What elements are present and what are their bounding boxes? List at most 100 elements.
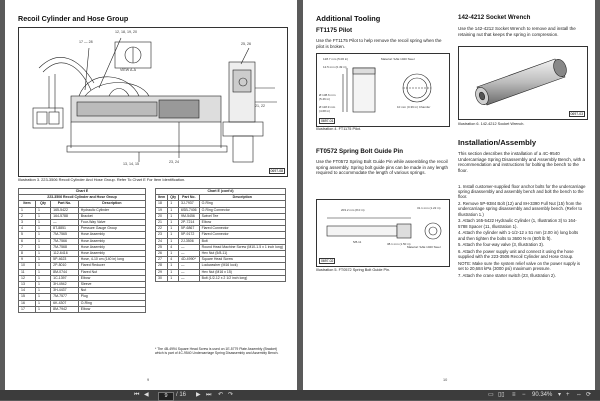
item-cell: 24 xyxy=(154,237,169,245)
table-subtitle: 223-3506 Recoil Cylinder and Hose Group xyxy=(18,194,146,202)
single-page-icon[interactable]: ▭ xyxy=(488,392,494,398)
callout-label: VIEW A-A xyxy=(120,68,136,72)
dimension-label: Ø 118.9 mm (4.68 in) xyxy=(319,105,336,113)
installation-steps: 1. Install customer-supplied floor ancho… xyxy=(458,184,586,280)
installation-intro: This section describes the installation … xyxy=(458,151,586,173)
table-note: * The 4B-4994 Square Head Screw is used … xyxy=(155,347,279,356)
callout-label: 13, 14, 15 xyxy=(123,162,139,166)
socket-wrench-drawing xyxy=(475,58,567,106)
description-cell: Nut xyxy=(77,287,147,295)
description-cell: O-Ring xyxy=(77,299,147,307)
item-cell: 20 xyxy=(154,212,169,221)
socket-heading: 142-4212 Socket Wrench xyxy=(458,14,531,21)
socket-body: Use the 142-4212 Socket Wrench to remove… xyxy=(458,26,576,37)
item-cell: 18 xyxy=(154,200,169,208)
description-cell: Round Head Machine Screw (M10-1.5 x 1 in… xyxy=(198,243,287,252)
item-cell: 19 xyxy=(154,206,169,214)
description-cell: Hex Nut (M16 x 15) xyxy=(198,268,287,276)
forward-icon[interactable]: ↷ xyxy=(228,392,234,398)
right-page: Additional Tooling FT1175 Pilot Use the … xyxy=(303,0,595,390)
ft0572-heading: FT0572 Spring Bolt Guide Pin xyxy=(316,148,403,155)
item-cell: 27 xyxy=(154,256,169,264)
installation-heading: Installation/Assembly xyxy=(458,138,537,147)
qty-cell: 1 xyxy=(35,287,52,295)
column-header: Description xyxy=(77,200,147,208)
qty-cell: 1 xyxy=(35,268,52,276)
fit-width-icon[interactable]: ⇔ xyxy=(576,392,582,398)
figure-caption: Illustration 6. 142-4212 Socket Wrench. xyxy=(458,122,525,126)
zoom-dropdown-icon[interactable]: ▾ xyxy=(558,392,562,398)
thread-label: 5/8-11 xyxy=(353,240,362,244)
item-cell: 28 xyxy=(154,262,169,270)
description-cell: Flared Reducer xyxy=(77,262,147,270)
dimension-label: Ø 138.6 mm (5.46 in) xyxy=(319,93,336,101)
continuous-icon[interactable]: ≡ xyxy=(512,392,516,398)
prev-page-icon[interactable]: ◀ xyxy=(144,392,149,398)
ft0572-figure: 203.2 mm (8.0 in) 38.1 mm (1.50 in) 31.1… xyxy=(316,199,450,267)
dimension-label: 203.2 mm (8.0 in) xyxy=(341,208,365,212)
column-header: Qty xyxy=(35,200,52,208)
zoom-in-icon[interactable]: + xyxy=(566,392,570,398)
callout-label: 25, 26 xyxy=(241,42,251,46)
left-page: Recoil Cylinder and Hose Group xyxy=(5,0,297,390)
ft1175-body: Use the FT1175 Pilot to help remove the … xyxy=(316,38,442,49)
ft1175-figure: 128.7 mm (5.06 in) 12.5 mm (0.49 in) Ø 1… xyxy=(316,53,450,127)
description-cell: Square Head Screw xyxy=(198,256,287,264)
zoom-level[interactable]: 90.34% xyxy=(532,392,553,398)
page-total-label: / 16 xyxy=(176,392,187,398)
first-page-icon[interactable]: ⏮ xyxy=(134,392,140,398)
table-title: Chart E xyxy=(18,187,146,196)
zoom-out-icon[interactable]: − xyxy=(522,392,526,398)
qty-cell: 1 xyxy=(35,256,52,264)
recoil-cylinder-figure: 12, 18, 19, 20 17 — 28 VIEW A-A 25, 26 2… xyxy=(18,27,288,177)
part-number-cell: 8M-7942 xyxy=(50,305,79,314)
description-cell: Bolt (1/2-12 x 2 1/2 inch long) xyxy=(198,274,287,283)
description-cell: Flared Nut xyxy=(77,268,147,276)
dimension-label: 128.7 mm (5.06 in) xyxy=(323,57,349,61)
chart-e-table: Chart E 223-3506 Recoil Cylinder and Hos… xyxy=(17,187,147,314)
installation-step: 6. Attach the power supply unit and conn… xyxy=(458,249,574,260)
two-page-icon[interactable]: ▯▯ xyxy=(498,392,505,398)
additional-tooling-heading: Additional Tooling xyxy=(316,14,381,23)
item-cell: 21 xyxy=(154,218,169,227)
qty-cell: 1 xyxy=(167,262,180,270)
page-number-input[interactable]: 9 xyxy=(158,391,174,401)
dimension-label: 10 mm (0.39 in) Chamfer xyxy=(397,105,431,109)
description-cell: Elbow xyxy=(77,274,147,283)
figure-id: 0697-01 xyxy=(319,118,336,124)
dimension-label: 31.1 mm (1.22 in) xyxy=(417,206,441,210)
column-header: Item xyxy=(154,194,169,202)
page-number: 9 xyxy=(147,378,150,382)
guide-pin-drawing xyxy=(326,217,442,240)
back-icon[interactable]: ↶ xyxy=(218,392,224,398)
installation-step: 3. Attach 165-5422 Hydraulic Cylinder (1… xyxy=(458,218,577,229)
rotate-icon[interactable]: ⟳ xyxy=(586,392,592,398)
qty-cell: 1 xyxy=(35,299,52,307)
installation-step: 1. Install customer-supplied floor ancho… xyxy=(458,184,586,200)
socket-figure: 0697-03 xyxy=(458,46,588,120)
ft0572-body: Use the FT0572 Spring Bolt Guide Pin whi… xyxy=(316,159,448,176)
next-page-icon[interactable]: ▶ xyxy=(196,392,201,398)
item-cell: 22 xyxy=(154,225,169,233)
column-header: Description xyxy=(198,194,287,202)
last-page-icon[interactable]: ⏭ xyxy=(206,392,212,398)
callout-label: 17 — 28 xyxy=(79,40,93,44)
figure-id: 0697-03 xyxy=(568,111,585,117)
item-cell: 29 xyxy=(154,268,169,276)
installation-step: 7. Attach the crane starter switch (23, … xyxy=(458,273,556,279)
item-cell: 23 xyxy=(154,231,169,239)
qty-cell: 1 xyxy=(167,268,180,276)
callout-label: 23, 24 xyxy=(169,160,179,164)
item-cell: 25 xyxy=(154,243,169,252)
